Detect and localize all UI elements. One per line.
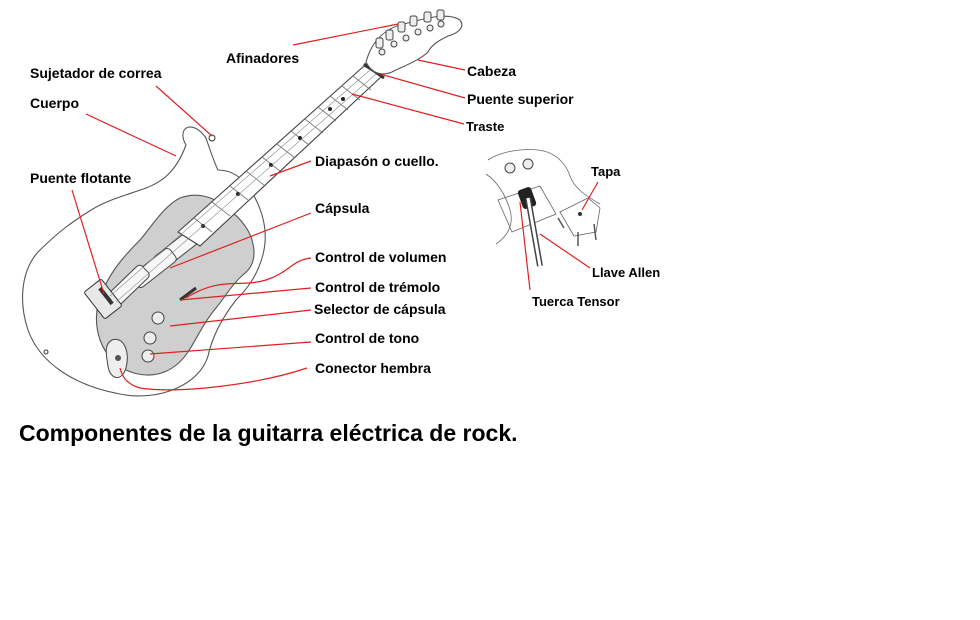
labels: Afinadores Sujetador de correa Cuerpo Pu… (30, 50, 660, 376)
label-puente-flotante: Puente flotante (30, 170, 131, 186)
label-sujetador-correa: Sujetador de correa (30, 65, 162, 81)
label-traste: Traste (466, 119, 504, 134)
label-control-tono: Control de tono (315, 330, 419, 346)
diagram-caption: Componentes de la guitarra eléctrica de … (19, 420, 518, 446)
pickguard (95, 194, 255, 376)
label-selector-capsula: Selector de cápsula (314, 301, 446, 317)
label-puente-superior: Puente superior (467, 91, 574, 107)
floating-bridge (84, 279, 122, 319)
label-tuerca-tensor: Tuerca Tensor (532, 294, 620, 309)
guitar-neck (109, 62, 385, 303)
label-llave-allen: Llave Allen (592, 265, 660, 280)
label-tapa: Tapa (591, 164, 621, 179)
guitar-diagram: Afinadores Sujetador de correa Cuerpo Pu… (22, 9, 660, 397)
label-afinadores: Afinadores (226, 50, 299, 66)
leader-lines (71, 23, 599, 391)
label-capsula: Cápsula (315, 200, 370, 216)
label-cuerpo: Cuerpo (30, 95, 79, 111)
tone-knob-2 (141, 349, 155, 363)
label-conector-hembra: Conector hembra (315, 360, 431, 376)
tone-knob-1 (143, 331, 157, 345)
volume-knob (151, 311, 165, 325)
strap-button (208, 134, 216, 142)
label-control-volumen: Control de volumen (315, 249, 446, 265)
guitar-body (22, 126, 266, 397)
label-cabeza: Cabeza (467, 63, 516, 79)
truss-rod-inset (485, 149, 601, 267)
label-diapason: Diapasón o cuello. (315, 153, 439, 169)
headstock (365, 9, 463, 75)
label-control-tremolo: Control de trémolo (315, 279, 440, 295)
